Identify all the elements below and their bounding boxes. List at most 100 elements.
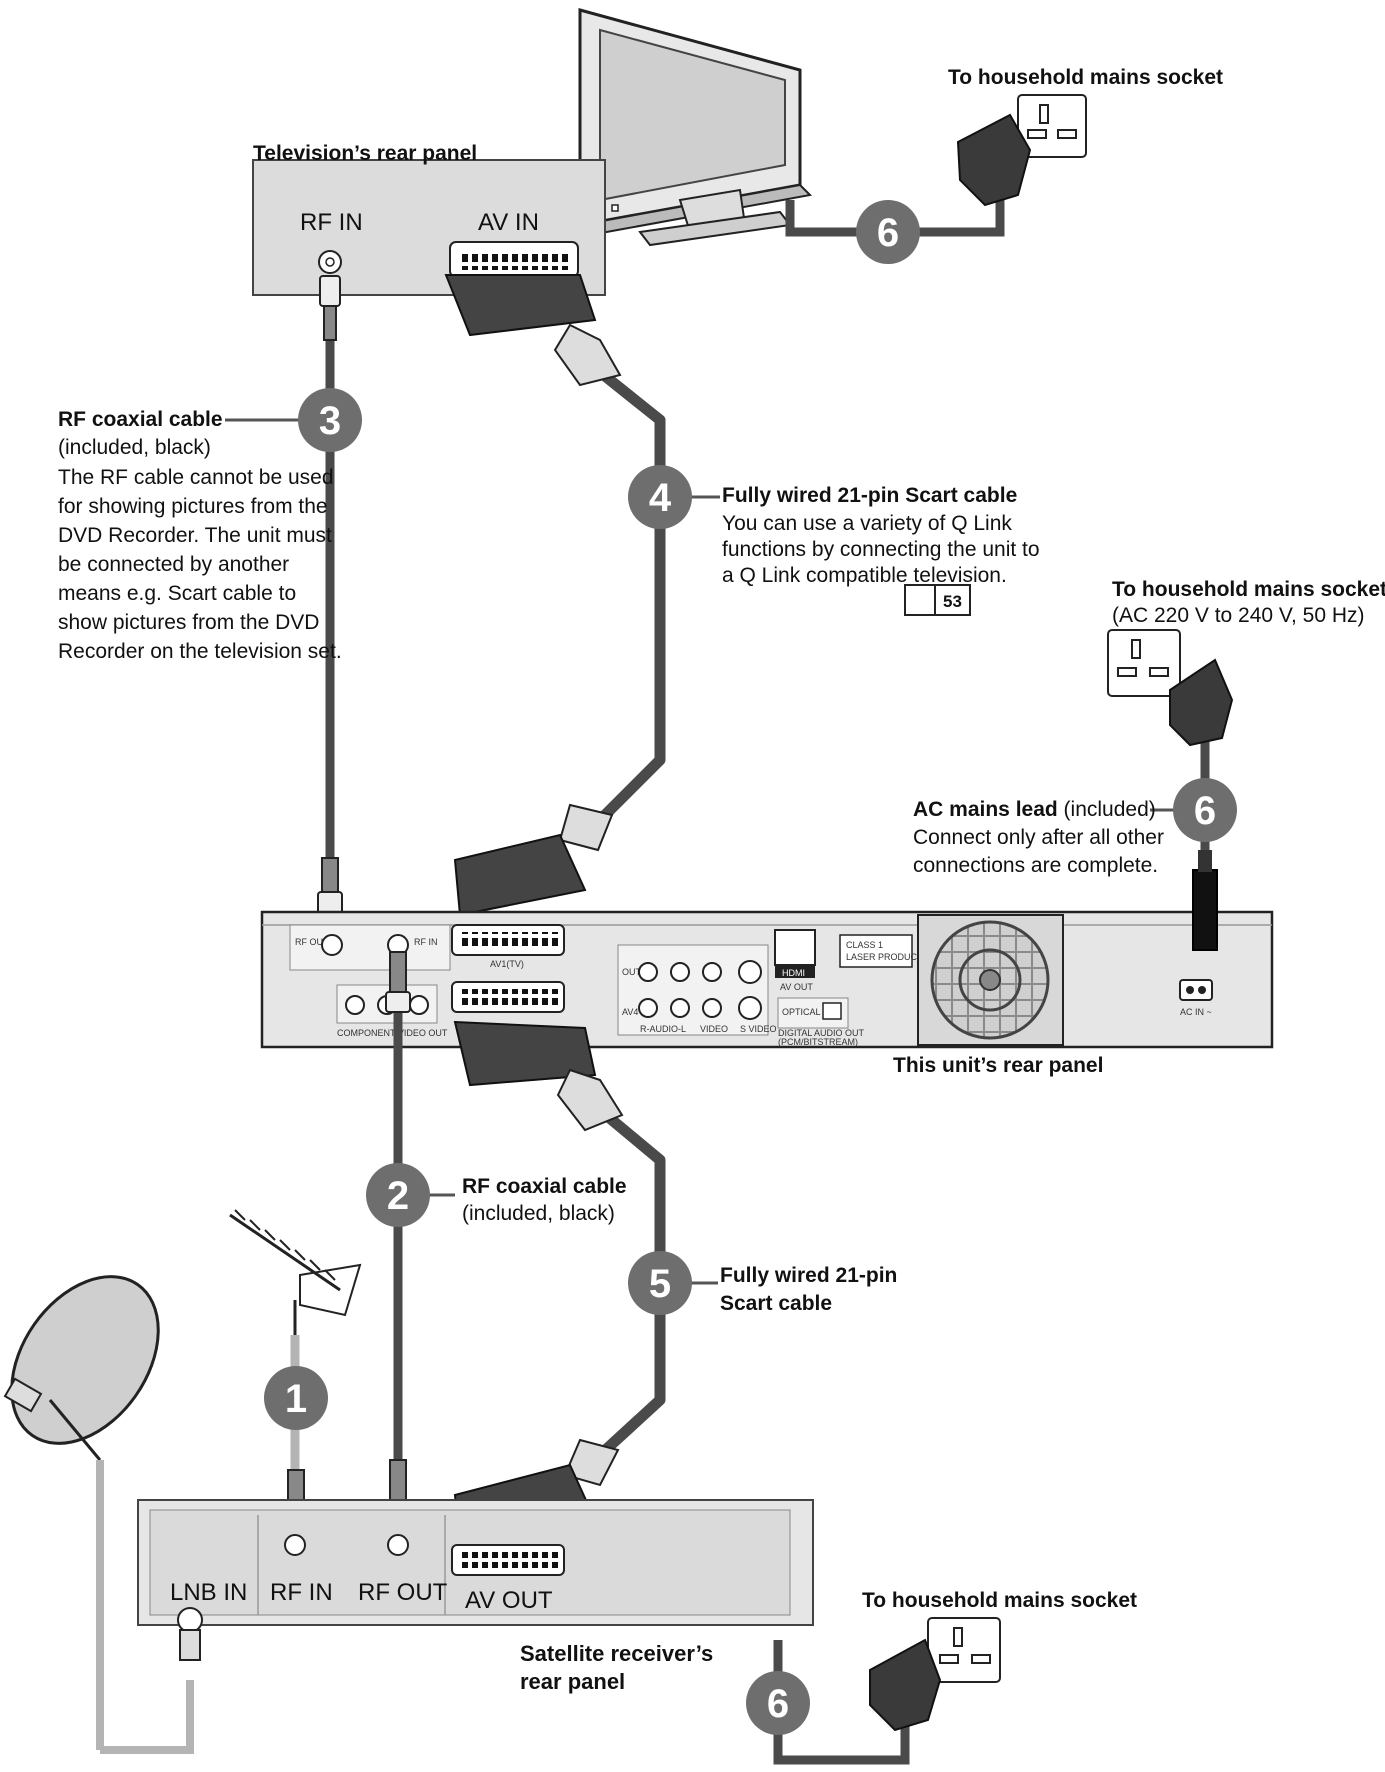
- digital-audio-sub-label: (PCM/BITSTREAM): [778, 1037, 858, 1047]
- lnb-connector: [177, 1607, 203, 1661]
- wall-socket-icon: [1017, 94, 1087, 158]
- svg-text:2: 2: [387, 1174, 409, 1218]
- mains-top-label: To household mains socket: [948, 66, 1223, 89]
- tv-av-in-label: AV IN: [478, 209, 539, 236]
- tv-rear-panel-label: Television’s rear panel: [253, 142, 478, 165]
- step-badge-6-sat: 6: [746, 1671, 810, 1735]
- unit-rf-out-label: RF OUT: [295, 937, 329, 947]
- svg-text:6: 6: [877, 211, 899, 255]
- laser-label-line1: CLASS 1: [846, 940, 883, 950]
- av4-in-label: AV4 IN: [622, 1007, 650, 1017]
- unit-rf-out-socket: [321, 934, 343, 956]
- tv-rear-panel: RF IN AV IN: [252, 159, 606, 296]
- step-badge-2: 2: [366, 1163, 430, 1227]
- ac-lead-line-2: connections are complete.: [913, 854, 1159, 877]
- cable-3-rf: [317, 275, 343, 921]
- mains-right-title: To household mains socket: [1112, 578, 1385, 601]
- ac-lead-label: AC mains lead (included): [913, 796, 1156, 823]
- rf-note-line-2: for showing pictures from the: [58, 495, 328, 518]
- svg-text:6: 6: [767, 1682, 789, 1726]
- step-badge-3: 3: [298, 388, 362, 452]
- ac-lead-title: AC mains lead: [913, 798, 1058, 821]
- page-ref-number: 53: [943, 592, 962, 611]
- step-badge-4: 4: [628, 465, 692, 529]
- wall-socket-bottom-icon: [927, 1617, 1001, 1683]
- rf-plug-top: [319, 275, 341, 341]
- scart-plug-tv-end: [444, 274, 622, 387]
- svg-text:1: 1: [285, 1377, 307, 1421]
- s-video-label: S VIDEO: [740, 1024, 777, 1034]
- unit-rear-panel-label: This unit’s rear panel: [893, 1054, 1104, 1077]
- sat-lnb-in-label: LNB IN: [170, 1579, 247, 1606]
- scart5-line-2: Scart cable: [720, 1292, 833, 1315]
- rf-cable-included: (included, black): [58, 436, 211, 459]
- mains-right-spec: (AC 220 V to 240 V, 50 Hz): [1112, 604, 1365, 627]
- rf-note-line-6: show pictures from the DVD: [58, 611, 320, 634]
- rf-plug-unit: [317, 857, 343, 921]
- cable-4-scart: [444, 274, 666, 917]
- scart4-line-2: functions by connecting the unit to: [722, 538, 1040, 561]
- svg-text:4: 4: [649, 476, 672, 520]
- sat-rf-in-label: RF IN: [270, 1579, 333, 1606]
- unit-rf-in-label: RF IN: [414, 937, 438, 947]
- audio-label: R-AUDIO-L: [640, 1024, 686, 1034]
- sat-scart-socket: [451, 1544, 565, 1576]
- scart5-line-1: Fully wired 21-pin: [720, 1264, 898, 1287]
- rf-cable2-title: RF coaxial cable: [462, 1175, 627, 1198]
- dvd-recorder-unit: RF OUT RF IN COMPONENT VIDEO OUT AV1(TV)…: [260, 910, 1274, 1049]
- scart4-line-1: You can use a variety of Q Link: [722, 512, 1012, 535]
- rf-note-line-1: The RF cable cannot be used: [58, 466, 334, 489]
- svg-text:5: 5: [649, 1262, 671, 1306]
- step-badge-6-unit: 6: [1173, 778, 1237, 842]
- mains-plug-icon: [956, 113, 1032, 207]
- rf-note-line-5: means e.g. Scart cable to: [58, 582, 297, 605]
- laser-label-line2: LASER PRODUCT: [846, 952, 923, 962]
- step-badge-1: 1: [264, 1366, 328, 1430]
- tv-indicator-icon: [611, 204, 619, 212]
- hdmi-label: HDMI: [782, 968, 805, 978]
- scart-plug-unit-end: [453, 803, 614, 917]
- rf-cable-title: RF coaxial cable: [58, 408, 223, 431]
- svg-text:6: 6: [1194, 789, 1216, 833]
- out-label: OUT: [622, 967, 642, 977]
- video-label: VIDEO: [700, 1024, 728, 1034]
- television: [577, 8, 813, 247]
- cable-2-rf: [385, 951, 411, 1521]
- hdmi-socket: [774, 929, 816, 966]
- hdmi-av-out-label: AV OUT: [780, 982, 813, 992]
- step-badge-6-tv: 6: [856, 200, 920, 264]
- scart4-line-3: a Q Link compatible television.: [722, 564, 1007, 587]
- digital-audio-label: DIGITAL AUDIO OUT: [778, 1028, 865, 1038]
- ac-lead-included: (included): [1057, 798, 1156, 821]
- satellite-dish-icon: [3, 1275, 194, 1754]
- rf-note-line-7: Recorder on the television set.: [58, 640, 342, 663]
- satellite-receiver: LNB IN RF IN RF OUT AV OUT: [137, 1499, 1001, 1765]
- optical-label: OPTICAL: [782, 1007, 821, 1017]
- aerial-antenna-icon: [229, 1209, 362, 1521]
- sat-rear-panel-line-1: Satellite receiver’s: [520, 1641, 714, 1666]
- book-reference-icon: 53: [904, 584, 971, 616]
- tv-mains-connection: [785, 94, 1087, 237]
- svg-text:3: 3: [319, 399, 341, 443]
- mains-plug-right-icon: [1169, 658, 1234, 747]
- scart4-title: Fully wired 21-pin Scart cable: [722, 484, 1018, 507]
- sat-av-out-label: AV OUT: [465, 1587, 553, 1614]
- rf-note-line-3: DVD Recorder. The unit must: [58, 524, 332, 547]
- component-label: COMPONENT VIDEO OUT: [337, 1028, 448, 1038]
- sat-rf-out-label: RF OUT: [358, 1579, 448, 1606]
- tv-scart-socket: [449, 241, 579, 278]
- rf-note-line-4: be connected by another: [58, 553, 290, 576]
- ac-in-socket: [1179, 979, 1213, 1001]
- ac-lead-line-1: Connect only after all other: [913, 826, 1164, 849]
- ac-in-label: AC IN ~: [1180, 1007, 1212, 1017]
- sat-rear-panel-line-2: rear panel: [520, 1669, 626, 1694]
- mains-plug-bottom-icon: [869, 1638, 942, 1732]
- step-badge-5: 5: [628, 1251, 692, 1315]
- mains-bottom-label: To household mains socket: [862, 1589, 1137, 1612]
- unit-scart-av1: AV1(TV): [451, 924, 565, 969]
- iec-plug-icon: [1192, 850, 1218, 951]
- rf-cable2-included: (included, black): [462, 1202, 615, 1225]
- tv-rf-in-label: RF IN: [300, 209, 363, 236]
- wall-socket-right-icon: [1107, 629, 1181, 697]
